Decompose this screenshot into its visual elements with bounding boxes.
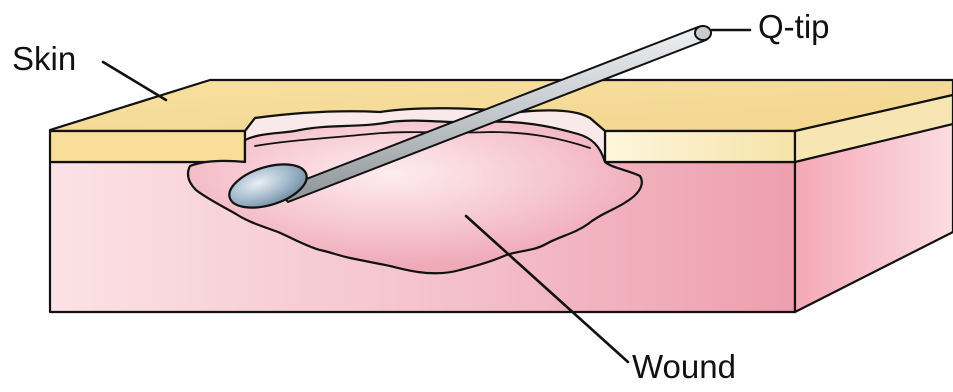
qtip-label: Q-tip [758, 10, 830, 43]
skin-label: Skin [12, 42, 76, 75]
skin-layer-front-right [605, 131, 795, 162]
skin-layer-front [50, 131, 245, 162]
skin-leader-line [103, 62, 166, 100]
qtip-end [695, 26, 711, 40]
wound-label: Wound [632, 350, 736, 383]
